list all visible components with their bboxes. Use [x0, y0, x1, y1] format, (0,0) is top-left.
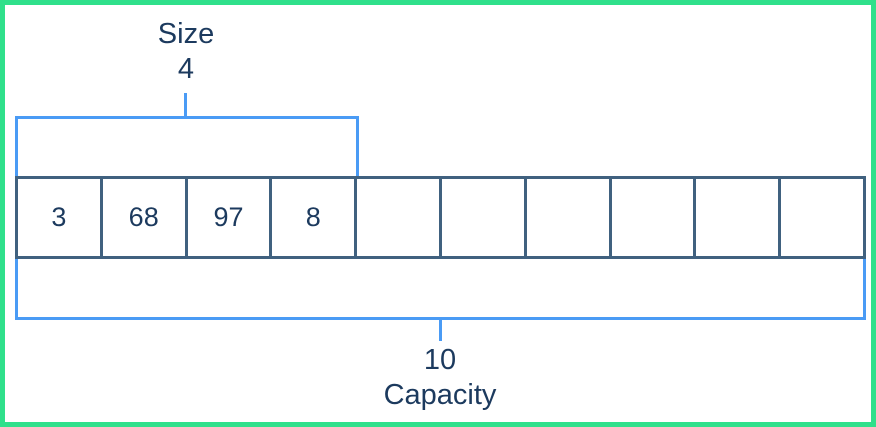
size-annotation-label: Size 4: [106, 17, 266, 88]
capacity-bracket-stem: [439, 317, 442, 341]
array-cell[interactable]: [696, 179, 782, 256]
size-caption: Size: [157, 18, 215, 50]
array-cell[interactable]: [781, 179, 863, 256]
array-cell[interactable]: [611, 179, 697, 256]
array-cell[interactable]: 3: [18, 179, 103, 256]
size-bracket-stem: [184, 93, 187, 119]
array-cell[interactable]: 8: [272, 179, 358, 256]
size-bracket-span: [15, 116, 359, 119]
capacity-caption: Capacity: [383, 379, 497, 412]
size-bracket-left-leg: [15, 116, 18, 178]
array-cell[interactable]: 97: [187, 179, 273, 256]
capacity-bracket-left-leg: [15, 259, 18, 320]
capacity-annotation-label: 10 Capacity: [360, 343, 520, 414]
array-container: 3 68 97 8: [15, 176, 866, 259]
size-bracket-right-leg: [356, 116, 359, 178]
array-cell[interactable]: [526, 179, 612, 256]
capacity-bracket-right-leg: [863, 259, 866, 320]
size-value: 4: [177, 53, 195, 86]
array-cell[interactable]: [441, 179, 527, 256]
capacity-value: 10: [423, 344, 457, 376]
array-cell[interactable]: 68: [102, 179, 188, 256]
array-cell[interactable]: [357, 179, 442, 256]
